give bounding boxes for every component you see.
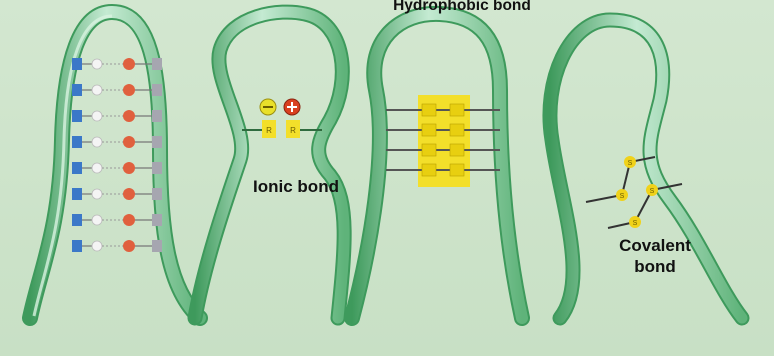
- r-group: [450, 124, 464, 136]
- backbone-nh: [72, 188, 82, 200]
- backbone-co: [152, 214, 162, 226]
- r-group: [422, 104, 436, 116]
- svg-text:S: S: [650, 188, 655, 195]
- oxygen-atom: [123, 214, 135, 226]
- covalent-bond-label-line2: bond: [600, 256, 710, 277]
- backbone-nh: [72, 240, 82, 252]
- svg-text:S: S: [628, 160, 633, 167]
- svg-text:R: R: [266, 126, 272, 135]
- oxygen-atom: [123, 136, 135, 148]
- svg-text:R: R: [290, 126, 296, 135]
- oxygen-atom: [123, 110, 135, 122]
- hydrogen-bond-row: [72, 240, 162, 252]
- r-group: [422, 144, 436, 156]
- r-group: [450, 164, 464, 176]
- backbone-nh: [72, 84, 82, 96]
- hydrogen-atom: [92, 137, 102, 147]
- oxygen-atom: [123, 84, 135, 96]
- hydrogen-atom: [92, 189, 102, 199]
- hydrogen-atom: [92, 163, 102, 173]
- oxygen-atom: [123, 58, 135, 70]
- r-group: [422, 164, 436, 176]
- hydrogen-atom: [92, 85, 102, 95]
- backbone-co: [152, 162, 162, 174]
- hydrophobic-loop-ribbon: [352, 14, 522, 318]
- ionic-loop-ribbon: R R: [195, 12, 344, 318]
- backbone-co: [152, 136, 162, 148]
- r-group: [450, 104, 464, 116]
- backbone-co: [152, 240, 162, 252]
- svg-text:S: S: [633, 220, 638, 227]
- backbone-nh: [72, 58, 82, 70]
- backbone-co: [152, 188, 162, 200]
- hydrogen-bond-rows: [72, 58, 162, 252]
- backbone-nh: [72, 136, 82, 148]
- backbone-nh: [72, 110, 82, 122]
- backbone-nh: [72, 214, 82, 226]
- backbone-co: [152, 110, 162, 122]
- hydrogen-bond-row: [72, 214, 162, 226]
- hydrogen-atom: [92, 241, 102, 251]
- hydrogen-bond-row: [72, 188, 162, 200]
- hydrogen-bond-row: [72, 84, 162, 96]
- hydrogen-bond-row: [72, 110, 162, 122]
- covalent-bond-label-line1: Covalent: [600, 235, 710, 256]
- oxygen-atom: [123, 240, 135, 252]
- r-group: [422, 124, 436, 136]
- hydrophobic-bond-label: Hydrophobic bond: [372, 0, 552, 16]
- hairpin-ribbon: [30, 12, 200, 318]
- svg-text:S: S: [620, 193, 625, 200]
- ionic-bond-label: Ionic bond: [226, 176, 366, 197]
- hydrogen-atom: [92, 215, 102, 225]
- hydrogen-bond-row: [72, 136, 162, 148]
- oxygen-atom: [123, 162, 135, 174]
- backbone-nh: [72, 162, 82, 174]
- r-group: [450, 144, 464, 156]
- oxygen-atom: [123, 188, 135, 200]
- backbone-co: [152, 58, 162, 70]
- covalent-bond-label: Covalent bond: [600, 235, 710, 277]
- hydrogen-atom: [92, 111, 102, 121]
- hydrogen-atom: [92, 59, 102, 69]
- backbone-co: [152, 84, 162, 96]
- hydrogen-bond-row: [72, 162, 162, 174]
